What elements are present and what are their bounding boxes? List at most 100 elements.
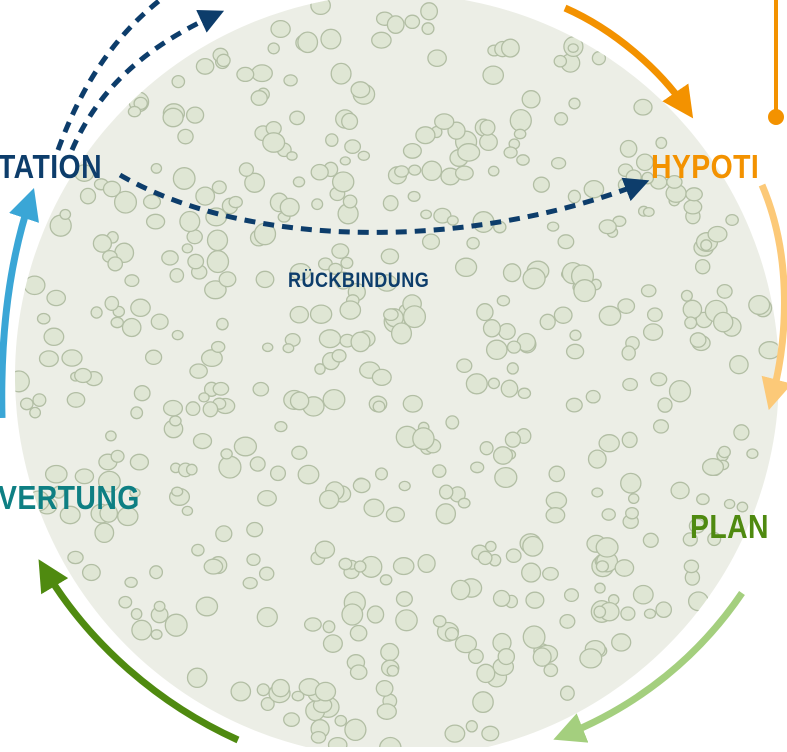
yeast-cell xyxy=(90,306,103,319)
yeast-cell xyxy=(149,565,164,580)
yeast-cell xyxy=(492,589,511,607)
yeast-cell xyxy=(594,582,606,594)
yeast-cell xyxy=(479,441,494,456)
yeast-cell xyxy=(92,234,113,253)
yeast-cell xyxy=(420,209,433,220)
yeast-cell xyxy=(621,345,636,361)
yeast-cell xyxy=(591,51,607,66)
yeast-cell xyxy=(640,284,657,298)
yeast-cell xyxy=(15,370,30,393)
yeast-cell xyxy=(683,199,703,215)
yeast-cell xyxy=(568,97,581,110)
yeast-cell xyxy=(344,718,367,742)
yeast-cell xyxy=(620,472,642,494)
yeast-cell xyxy=(402,142,422,159)
yeast-cell xyxy=(395,591,413,607)
yeast-cell xyxy=(117,506,139,527)
yeast-cell xyxy=(374,467,389,481)
dotted-arrow-top-left-1 xyxy=(55,0,162,151)
yeast-cell xyxy=(61,349,83,367)
yeast-cell xyxy=(144,349,163,366)
yeast-cell xyxy=(421,22,435,36)
yeast-cell xyxy=(680,289,693,302)
yeast-cell xyxy=(291,690,305,702)
yeast-cell xyxy=(542,566,559,581)
yeast-cell xyxy=(271,678,290,698)
yeast-cell xyxy=(657,397,673,413)
light-blue-arrow xyxy=(0,188,39,419)
yeast-cell xyxy=(325,133,339,147)
yeast-cell xyxy=(210,340,226,353)
yeast-cell xyxy=(444,626,459,641)
yeast-cell xyxy=(467,648,484,665)
yeast-cell xyxy=(334,714,348,727)
yeast-cell xyxy=(130,607,143,621)
yeast-cell xyxy=(595,560,610,573)
yeast-cell xyxy=(689,332,707,348)
yeast-cell xyxy=(573,279,597,303)
yeast-cell xyxy=(553,306,573,324)
yeast-cell xyxy=(457,497,471,509)
yeast-cell xyxy=(506,340,522,354)
yeast-cell xyxy=(427,49,447,68)
yeast-cell xyxy=(318,489,340,510)
yeast-cell xyxy=(283,712,300,727)
yeast-cell xyxy=(339,156,351,166)
yeast-cell xyxy=(233,436,258,457)
yeast-cell xyxy=(186,667,208,689)
yeast-cell xyxy=(554,112,569,126)
yeast-cell xyxy=(189,363,208,379)
yeast-cell xyxy=(684,316,698,330)
yeast-cell xyxy=(110,316,124,329)
yeast-cell xyxy=(291,445,308,460)
yeast-cell xyxy=(521,90,541,109)
yeast-cell xyxy=(548,465,566,483)
yeast-cell xyxy=(195,57,215,75)
yeast-cell xyxy=(621,431,638,449)
yeast-cell xyxy=(394,165,410,178)
yeast-cell xyxy=(375,679,394,697)
yeast-cell xyxy=(485,339,508,361)
yeast-cell xyxy=(386,664,400,677)
yeast-cell xyxy=(498,322,516,341)
yeast-cell xyxy=(43,327,65,347)
yeast-cell xyxy=(502,263,522,283)
yeast-cell xyxy=(746,448,759,460)
yeast-cell xyxy=(342,194,358,209)
yeast-cell xyxy=(350,81,371,99)
yeast-cell xyxy=(314,363,326,375)
yeast-cell xyxy=(74,468,95,485)
yeast-cell xyxy=(716,283,733,299)
yeast-cell xyxy=(244,172,266,193)
yeast-cell xyxy=(694,258,711,275)
yeast-cell xyxy=(211,180,227,195)
yeast-cell xyxy=(349,624,368,642)
yeast-cell xyxy=(550,156,567,170)
yeast-cell xyxy=(23,275,46,296)
yeast-cell xyxy=(230,681,252,702)
yeast-cell xyxy=(255,270,275,289)
yeast-cell xyxy=(685,187,703,202)
label-auswertung: VERTUNG xyxy=(0,479,140,516)
yeast-cell xyxy=(482,65,505,85)
yeast-cell xyxy=(567,189,582,204)
yeast-cell xyxy=(269,465,287,482)
yeast-cell xyxy=(121,317,142,338)
yeast-cell xyxy=(395,609,418,632)
cells-layer xyxy=(15,0,779,752)
yeast-cell xyxy=(314,540,336,559)
yeast-cell xyxy=(625,506,639,520)
yeast-cell xyxy=(66,391,86,408)
yeast-cell xyxy=(297,31,319,54)
yeast-cell xyxy=(627,493,640,505)
yeast-cell xyxy=(142,194,162,210)
yeast-cell xyxy=(130,406,144,420)
label-planung: PLAN xyxy=(690,508,769,545)
yeast-cell xyxy=(482,319,501,338)
yeast-cell xyxy=(107,256,124,272)
yeast-cell xyxy=(643,608,657,619)
yeast-cell xyxy=(516,154,530,166)
yeast-cell xyxy=(696,493,710,506)
yeast-cell xyxy=(521,562,542,583)
yeast-cell xyxy=(701,457,725,477)
